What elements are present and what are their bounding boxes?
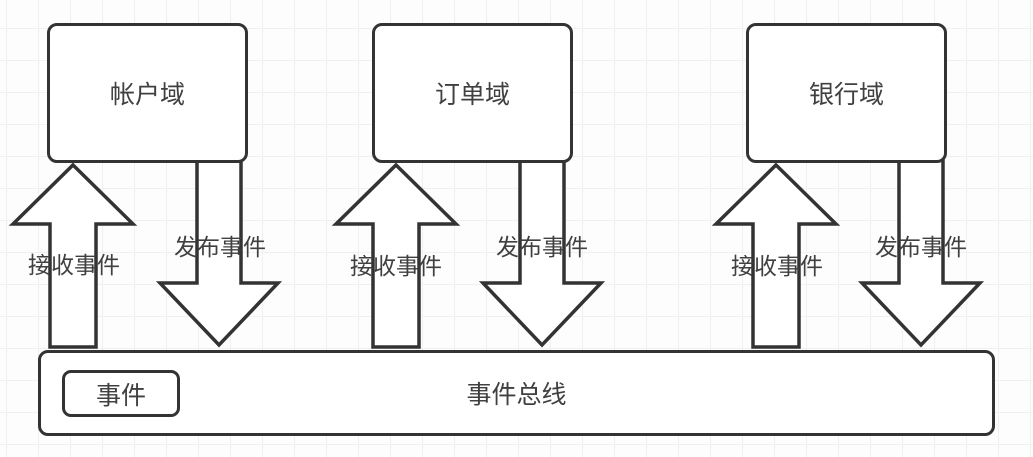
publish-label-bank: 发布事件 [875,234,967,260]
publish-label-account: 发布事件 [174,234,266,260]
domain-box-order: 订单域 [372,23,573,163]
domain-box-bank-label: 银行域 [808,81,884,109]
event-chip-label: 事件 [95,381,146,410]
publish-arrow-bank [857,158,985,348]
receive-label-account: 接收事件 [28,252,120,278]
receive-label-order: 接收事件 [350,253,442,279]
receive-label-bank: 接收事件 [731,253,823,279]
publish-arrow-order [478,158,606,348]
domain-box-order-label: 订单域 [434,81,510,109]
publish-label-order: 发布事件 [496,234,588,260]
receive-arrow-order [331,162,461,349]
event-chip: 事件 [62,370,180,417]
domain-box-account-label: 帐户域 [109,81,185,109]
receive-arrow-account [8,162,138,349]
event-bus-label: 事件总线 [466,381,567,409]
publish-arrow-account [155,158,283,348]
domain-box-account: 帐户域 [47,23,248,163]
receive-arrow-bank [711,162,841,349]
domain-box-bank: 银行域 [746,23,947,163]
event-bus-bar: 事件总线 事件 [38,350,995,436]
